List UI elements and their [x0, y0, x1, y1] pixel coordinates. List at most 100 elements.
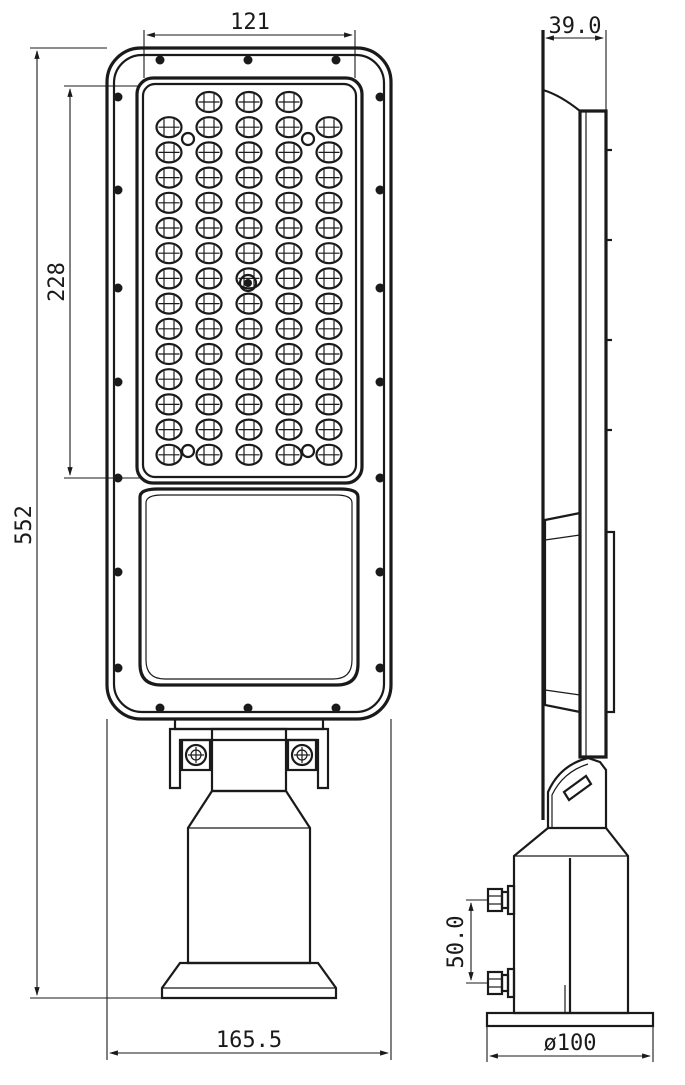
screw [375, 473, 385, 483]
adapter-neck [210, 727, 288, 793]
led-grid [155, 90, 343, 466]
led-lens [275, 292, 303, 315]
screw [113, 92, 123, 102]
led-lens [155, 368, 183, 391]
led-lens [315, 267, 343, 290]
dim-front-width-top: 121 [143, 10, 356, 78]
led-panel-inner [141, 82, 358, 479]
driver-cover [138, 487, 360, 687]
side-bolt-lower [486, 967, 516, 999]
screw [113, 663, 123, 673]
side-view: 39.0 50.0 ø100 [444, 14, 655, 1062]
bracket-bolt-right [286, 738, 318, 772]
led-lens [235, 393, 263, 416]
dim-front-height-total: 552 [12, 47, 162, 999]
led-lens [235, 141, 263, 164]
led-lens [315, 141, 343, 164]
screw [375, 663, 385, 673]
dim-label-50-0: 50.0 [444, 916, 469, 969]
dim-side-bolt-spacing: 50.0 [444, 899, 488, 984]
led-lens [195, 418, 223, 441]
led-lens [275, 393, 303, 416]
led-lens [195, 242, 223, 265]
led-lens [315, 317, 343, 340]
led-lens [235, 216, 263, 240]
adapter-body [186, 789, 312, 965]
side-bolt-upper [486, 884, 516, 916]
side-head [578, 109, 608, 759]
led-lens [235, 317, 263, 340]
led-lens [275, 116, 303, 139]
driver-cover-inner [145, 494, 353, 680]
led-lens [195, 443, 223, 466]
led-lens [275, 141, 303, 164]
side-adapter-base [485, 1011, 655, 1028]
led-lens [275, 342, 303, 366]
screw [113, 567, 123, 577]
led-lens [235, 90, 263, 114]
screw [113, 283, 123, 293]
led-lens [235, 418, 263, 441]
dim-label-552: 552 [12, 505, 37, 545]
led-lens [235, 166, 263, 189]
led-lens [195, 90, 223, 114]
screw [113, 377, 123, 387]
dim-label-diameter-100: ø100 [544, 1031, 597, 1056]
led-lens [275, 368, 303, 391]
led-lens [275, 90, 303, 114]
led-lens [275, 418, 303, 441]
led-lens [195, 317, 223, 340]
led-lens [195, 166, 223, 189]
led-lens [155, 317, 183, 340]
screw [331, 703, 341, 713]
led-lens [235, 368, 263, 391]
led-lens [155, 191, 183, 214]
dim-front-width-bottom: 165.5 [106, 719, 392, 1060]
screw [243, 55, 253, 65]
screw [375, 567, 385, 577]
led-lens [235, 242, 263, 265]
housing-outer [105, 46, 393, 721]
screw [155, 55, 165, 65]
led-lens [275, 191, 303, 214]
led-lens [195, 141, 223, 164]
dim-side-depth: 39.0 [545, 14, 607, 111]
led-lens [155, 292, 183, 315]
screw [375, 283, 385, 293]
bracket-plate [168, 727, 330, 790]
adapter-flange [160, 961, 338, 1000]
screw [155, 703, 165, 713]
led-lens [155, 393, 183, 416]
screw [375, 185, 385, 195]
led-lens [315, 166, 343, 189]
dim-side-diameter: ø100 [486, 1026, 654, 1062]
mounting-hole [300, 443, 316, 459]
led-panel-outer [135, 76, 364, 485]
led-lens [195, 292, 223, 315]
led-lens [155, 216, 183, 240]
screw [331, 55, 341, 65]
led-lens [275, 166, 303, 189]
led-lens [155, 141, 183, 164]
led-lens [195, 216, 223, 240]
side-knuckle-lock [562, 774, 593, 802]
dim-front-led-height: 228 [45, 85, 140, 479]
led-lens [315, 242, 343, 265]
side-knuckle [546, 756, 608, 828]
dim-label-39-0: 39.0 [549, 14, 602, 39]
led-lens [155, 116, 183, 139]
mounting-hole [300, 131, 316, 147]
led-lens [315, 116, 343, 139]
screw [243, 703, 253, 713]
led-lens [195, 191, 223, 214]
mounting-hole [180, 131, 196, 147]
dim-label-228: 228 [45, 262, 70, 302]
led-lens [275, 216, 303, 240]
led-lens [315, 368, 343, 391]
led-lens [235, 292, 263, 315]
led-lens [235, 116, 263, 139]
led-lens [275, 317, 303, 340]
side-fins [606, 148, 612, 432]
screw [113, 185, 123, 195]
